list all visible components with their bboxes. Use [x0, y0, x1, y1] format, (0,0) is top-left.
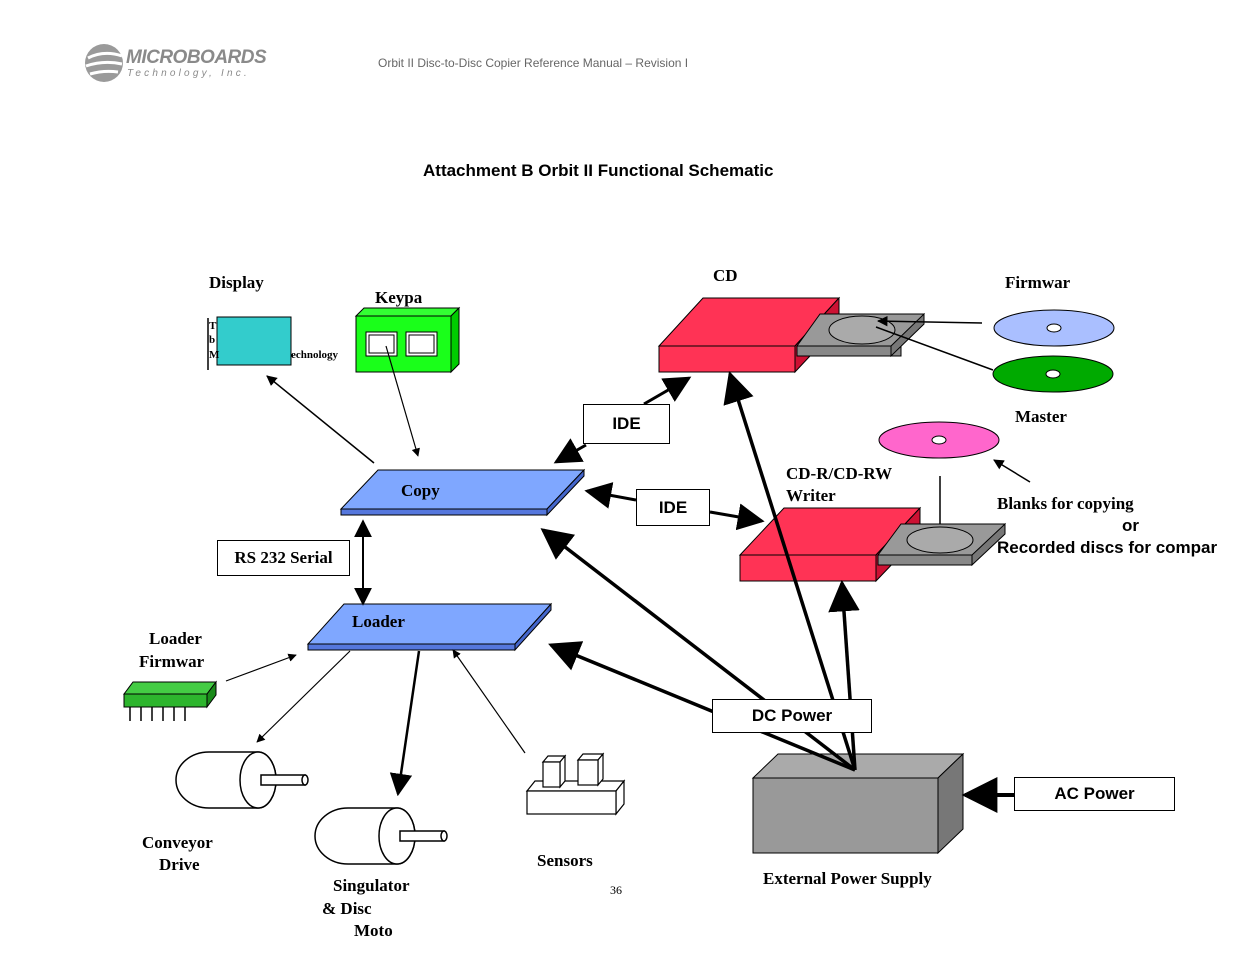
dc-power-box: DC Power: [712, 699, 872, 733]
ide-mid-box: IDE: [636, 489, 710, 526]
microboards-logo-icon: [85, 44, 123, 82]
document-header: Orbit II Disc-to-Disc Copier Reference M…: [378, 56, 689, 70]
ac-power-label: AC Power: [1054, 784, 1135, 803]
ide-mid-label: IDE: [658, 497, 688, 517]
firmware-label: Firmwar: [1005, 273, 1071, 292]
page-number: 36: [610, 883, 622, 897]
display-text-line-1: T: [209, 320, 217, 332]
display-label: Display: [209, 273, 264, 292]
keypad-label: Keypa: [375, 288, 423, 307]
conveyor-motor-icon: [175, 751, 309, 809]
cdr-writer-label-line-2: Writer: [786, 486, 836, 505]
loader-firmware-label-line-2: Firmwar: [139, 652, 205, 671]
sensors-label: Sensors: [537, 851, 593, 870]
singulator-label-line-1: Singulator: [333, 876, 410, 895]
rs232-box: RS 232 Serial: [217, 540, 350, 576]
singulator-motor-icon: [314, 807, 448, 865]
master-disc-icon: [992, 355, 1114, 393]
keypad-icon: [354, 306, 461, 374]
display-text-line-4: echnology: [291, 349, 339, 361]
loader-board-label: Loader: [352, 612, 405, 631]
cdr-writer-icon: [738, 506, 1006, 583]
cdr-writer-label-line-1: CD-R/CD-RW: [786, 464, 893, 483]
dc-power-label: DC Power: [751, 706, 833, 725]
display-icon: [207, 316, 292, 370]
rs232-label: RS 232 Serial: [234, 548, 333, 567]
loader-firmware-label-line-1: Loader: [149, 629, 202, 648]
loader-board-icon: [306, 602, 553, 652]
conveyor-label-line-2: Drive: [159, 855, 200, 874]
ide-top-box: IDE: [583, 404, 670, 444]
blanks-label-line-1: Blanks for copying: [997, 494, 1134, 513]
singulator-label-line-2: & Disc: [322, 899, 372, 918]
singulator-label-line-3: Moto: [354, 921, 393, 940]
firmware-disc-icon: [993, 309, 1115, 347]
ac-power-box: AC Power: [1014, 777, 1175, 811]
logo-name: MICROBOARDS: [126, 47, 267, 68]
blanks-label-line-3: Recorded discs for compar: [997, 538, 1218, 557]
blank-disc-icon: [878, 421, 1000, 459]
logo-tagline: Technology, Inc.: [127, 68, 250, 79]
master-label: Master: [1015, 407, 1067, 426]
cd-drive-icon: [657, 296, 925, 374]
cd-label: CD: [713, 266, 738, 285]
blanks-label-line-2: or: [1122, 516, 1139, 535]
ide-top-label: IDE: [612, 414, 641, 433]
sensors-icon: [525, 752, 626, 816]
copy-board-icon: [339, 468, 586, 517]
external-power-supply-icon: [751, 752, 965, 855]
display-text-line-3: M: [209, 349, 220, 361]
copy-board-label: Copy: [401, 481, 440, 500]
display-text-line-2: b: [209, 334, 216, 346]
loader-firmware-chip-icon: [123, 680, 217, 721]
conveyor-label-line-1: Conveyor: [142, 833, 213, 852]
external-power-supply-label: External Power Supply: [763, 869, 932, 888]
page-title: Attachment B Orbit II Functional Schemat…: [423, 161, 774, 180]
